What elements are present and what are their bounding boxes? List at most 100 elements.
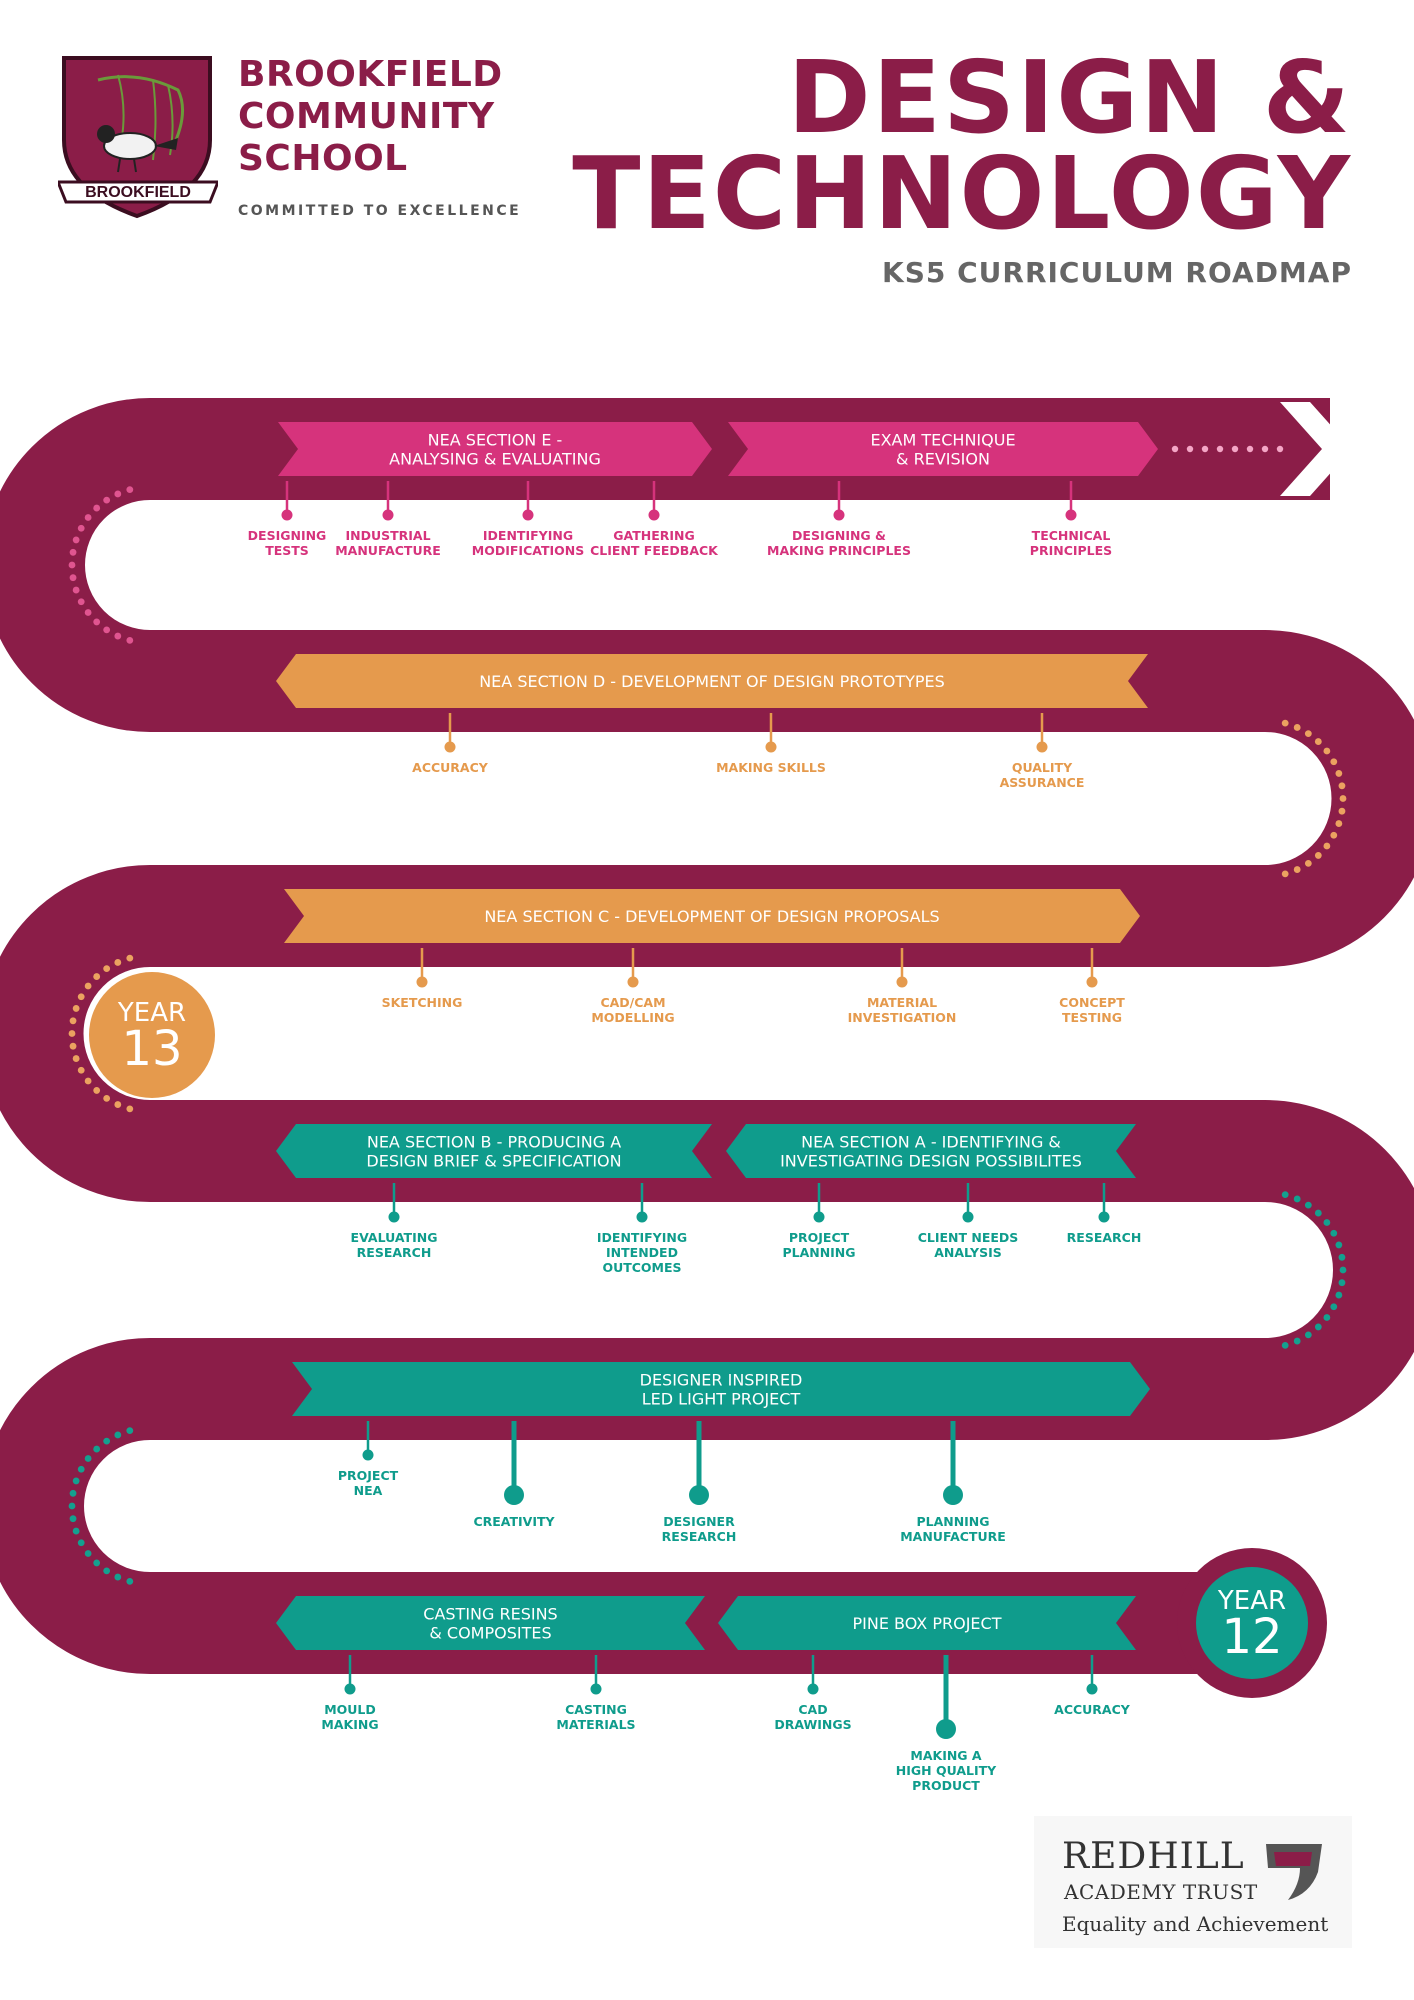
dotted-arc-orange-dot — [1323, 842, 1331, 850]
dotted-arc-pink-dot — [72, 586, 80, 594]
row-6-pin-label: MODIFICATIONS — [472, 543, 584, 558]
row-4-pin-dot — [896, 976, 908, 988]
row-1-pin-dot — [590, 1683, 602, 1695]
row-5-banner-1: NEA SECTION D - DEVELOPMENT OF DESIGN PR… — [276, 654, 1148, 708]
page-title-line-1: DESIGN & — [787, 39, 1352, 156]
row-3-pin-dot — [388, 1211, 400, 1223]
row-4-pin-dot — [416, 976, 428, 988]
row-1-banner-text: & COMPOSITES — [429, 1624, 551, 1643]
row-1-pin-dot — [1086, 1683, 1098, 1695]
row-4-pin-1: SKETCHING — [382, 948, 462, 1010]
dotted-arc-teal-left-dot — [69, 1489, 77, 1497]
dotted-arc-teal-dot — [1335, 1241, 1343, 1249]
trust-motto: Equality and Achievement — [1062, 1912, 1329, 1936]
dotted-arc-orange-left-dot — [84, 1077, 92, 1085]
school-name-line-3: SCHOOL — [238, 138, 408, 179]
shield-icon — [1266, 1844, 1322, 1900]
dotted-arc-teal-dot — [1304, 1201, 1312, 1209]
dotted-arc-orange-dot — [1314, 852, 1322, 859]
dotted-arc-orange — [1281, 719, 1347, 878]
row-3-pin-label: OUTCOMES — [602, 1260, 681, 1275]
row-6-banner-shape — [728, 422, 1158, 476]
row-2-banner-shape — [292, 1362, 1150, 1416]
dotted-arc-teal-dot — [1293, 1337, 1301, 1345]
row-2-pin-label: NEA — [354, 1483, 383, 1498]
dotted-arc-orange-left-dot — [114, 959, 122, 966]
dotted-arc-pink-dot — [93, 618, 101, 626]
row-2-pin-dot — [362, 1449, 374, 1461]
row-5-pin-2: MAKING SKILLS — [716, 713, 826, 775]
row-4-pin-dot — [1086, 976, 1098, 988]
row-5-pin-label: QUALITY — [1012, 760, 1073, 775]
dotted-run-top-dot — [1231, 445, 1239, 453]
dotted-arc-teal-left-dot — [93, 1559, 101, 1567]
dotted-arc-teal-dot — [1330, 1303, 1338, 1311]
row-5-pin-label: ASSURANCE — [1000, 775, 1085, 790]
dotted-arc-orange-left-dot — [72, 1055, 80, 1062]
dotted-arc-orange-dot — [1323, 747, 1331, 755]
dotted-arc-orange-left-dot — [103, 1094, 111, 1102]
year-13-badge-number: 13 — [121, 1021, 182, 1077]
dotted-arc-orange-left-dot — [103, 965, 111, 973]
row-6-pin-label: PRINCIPLES — [1030, 543, 1112, 558]
row-2-pin-label: RESEARCH — [662, 1529, 737, 1544]
row-6-pin-label: MANUFACTURE — [335, 543, 441, 558]
road-path — [0, 398, 1414, 1674]
row-6-pin-label: GATHERING — [613, 528, 695, 543]
dotted-arc-pink-dot — [84, 609, 92, 616]
row-4-pin-label: TESTING — [1062, 1010, 1122, 1025]
row-5-banner-text: NEA SECTION D - DEVELOPMENT OF DESIGN PR… — [479, 672, 945, 691]
row-1-pin-label: MAKING A — [910, 1748, 982, 1763]
dotted-arc-orange-dot — [1293, 866, 1301, 873]
dotted-arc-orange-left-dot — [126, 1105, 134, 1113]
row-5-pin-label: ACCURACY — [412, 760, 489, 775]
row-6-banner-2: EXAM TECHNIQUE& REVISION — [728, 422, 1158, 476]
row-4-banner-shape — [284, 889, 1140, 943]
row-6-pin-dot — [648, 509, 660, 521]
row-1-pin-dot — [807, 1683, 819, 1695]
row-1-pin-label: PRODUCT — [912, 1778, 980, 1793]
dotted-arc-orange-dot — [1304, 730, 1312, 738]
row-4-pin-label: CAD/CAM — [600, 995, 665, 1010]
trust-logo: REDHILL ACADEMY TRUST Equality and Achie… — [1034, 1816, 1352, 1948]
row-3-pin-label: PLANNING — [782, 1245, 855, 1260]
year-13-badge-circle — [89, 972, 215, 1098]
row-6-pin-label: CLIENT FEEDBACK — [590, 543, 719, 558]
dotted-arc-orange-left-dot — [68, 1030, 76, 1037]
dotted-arc-teal-left-dot — [103, 1437, 111, 1445]
dotted-arc-teal — [1281, 1191, 1347, 1349]
dotted-arc-teal-left-dot — [84, 1550, 92, 1557]
dotted-arc-teal-dot — [1339, 1266, 1347, 1274]
row-6-pin-label: IDENTIFYING — [483, 528, 573, 543]
row-6-pin-dot — [382, 509, 394, 521]
row-3-pin-label: ANALYSIS — [934, 1245, 1002, 1260]
dotted-arc-teal-dot — [1304, 1331, 1312, 1339]
row-3-pin-dot — [962, 1211, 974, 1223]
row-3-banner-text: NEA SECTION A - IDENTIFYING & — [801, 1133, 1061, 1152]
dotted-arc-orange-left-dot — [77, 1066, 85, 1074]
year-12-badge-circle — [1196, 1567, 1308, 1679]
trust-name: REDHILL — [1062, 1836, 1245, 1877]
row-1-pin-label: MATERIALS — [556, 1717, 635, 1732]
row-3-pin-label: INTENDED — [606, 1245, 678, 1260]
dotted-run-top-dot — [1246, 445, 1254, 453]
dotted-arc-orange-dot — [1330, 758, 1338, 766]
row-4-pin-label: INVESTIGATION — [848, 1010, 957, 1025]
row-5-pin-dot — [444, 741, 456, 753]
dotted-run-top-dot — [1171, 445, 1179, 453]
